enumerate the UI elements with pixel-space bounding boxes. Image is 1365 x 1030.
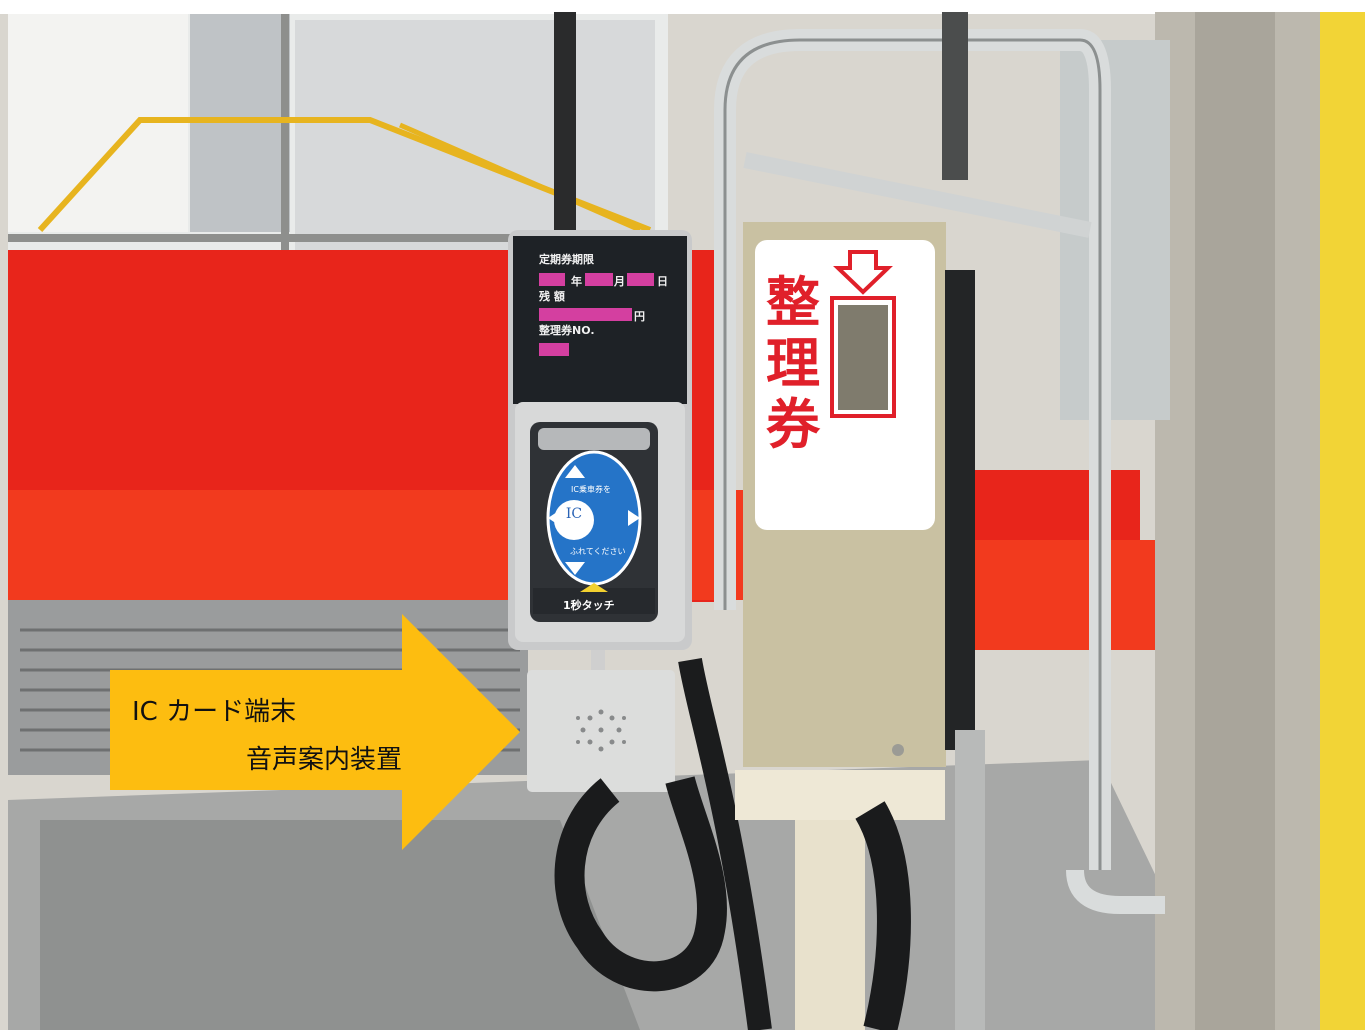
display-redacted-ticket-no xyxy=(539,343,569,356)
arrow-callout: IC カード端末 音声案内装置 xyxy=(110,614,520,850)
display-redacted-year xyxy=(539,273,565,286)
display-redacted-month xyxy=(585,273,613,286)
ticket-label-char-2: 理 xyxy=(766,332,820,395)
callout-label-ic-terminal: IC カード端末 xyxy=(132,697,297,727)
ticket-slot xyxy=(838,305,888,410)
display-balance-label: 残 額 xyxy=(539,290,565,303)
pad-touch-instruction: 1秒タッチ xyxy=(563,599,615,612)
display-redacted-day xyxy=(627,273,654,286)
callout-label-voice-guide: 音声案内装置 xyxy=(246,745,403,775)
ticket-label-char-1: 整 xyxy=(766,271,820,334)
support-pole xyxy=(795,800,865,1030)
display-redacted-balance xyxy=(539,308,632,321)
display-yen-unit: 円 xyxy=(634,310,645,323)
display-year-unit: 年 xyxy=(571,275,582,288)
arrow-right-icon xyxy=(110,614,520,850)
pad-ic-logo: IC xyxy=(565,506,583,522)
down-arrow-icon xyxy=(833,250,893,295)
pad-top-text: IC乗車券を xyxy=(571,485,611,494)
ticket-slot-frame xyxy=(830,296,896,418)
display-day-unit: 日 xyxy=(657,275,668,288)
display-expiry-label: 定期券期限 xyxy=(539,253,594,266)
pad-bottom-text: ふれてください xyxy=(570,547,626,556)
display-ticket-no-label: 整理券NO. xyxy=(539,324,595,337)
ticket-label-char-3: 券 xyxy=(766,393,820,456)
display-month-unit: 月 xyxy=(614,275,625,288)
